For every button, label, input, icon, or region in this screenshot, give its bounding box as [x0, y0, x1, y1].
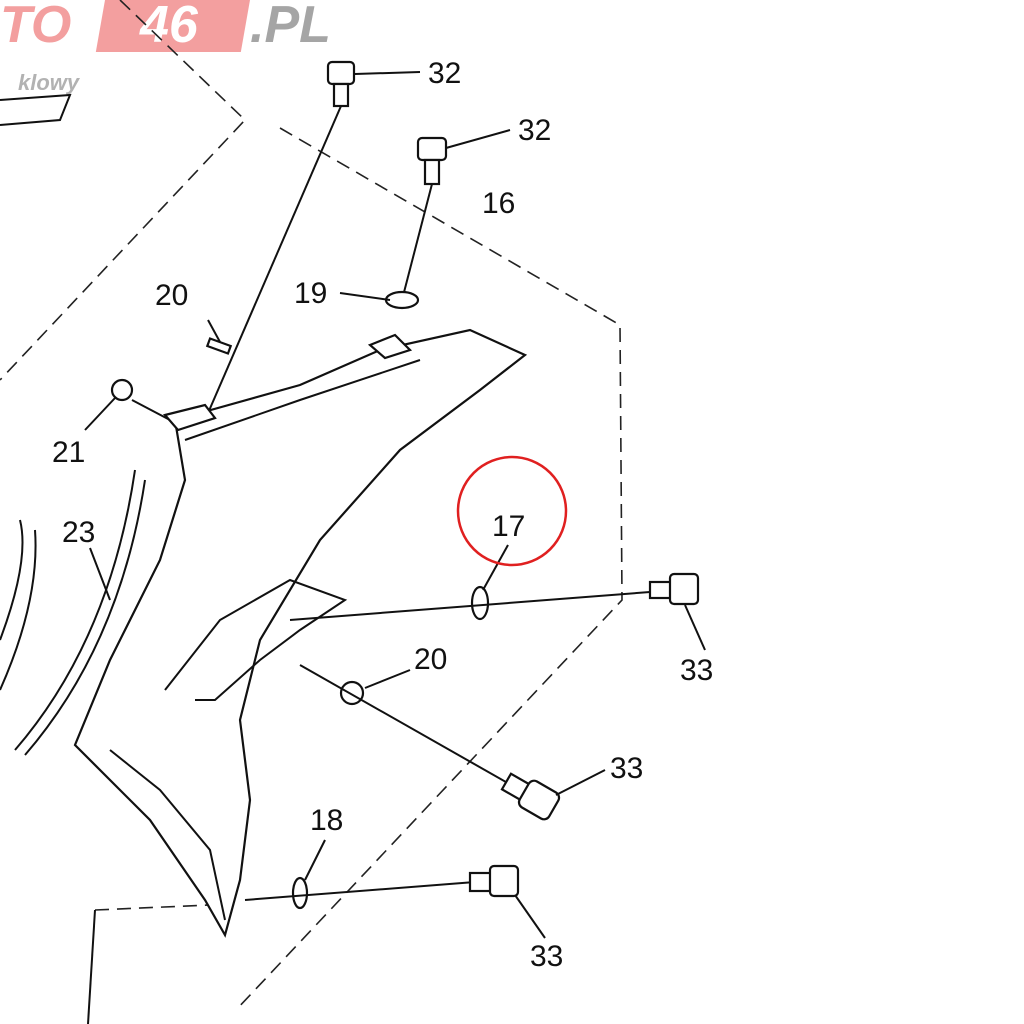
nut-21 [110, 378, 134, 402]
callout-19: 19 [294, 277, 327, 310]
callout-17: 17 [492, 510, 525, 543]
side-cowling-part [0, 93, 528, 938]
callout-20: 20 [414, 643, 447, 676]
svg-text:klowy: klowy [18, 70, 81, 95]
washer-20b [339, 680, 365, 706]
svg-text:TO: TO [0, 0, 71, 54]
bolt-33-c [468, 864, 520, 898]
boundary-line-bottom [94, 904, 211, 911]
callout-20: 20 [155, 279, 188, 312]
trim-strip-23 [14, 469, 136, 751]
assembly-boundary-16 [235, 127, 623, 1011]
bolt-33-b [500, 772, 561, 821]
clip-17 [289, 585, 651, 621]
svg-text:.PL: .PL [250, 0, 331, 54]
callout-18: 18 [310, 804, 343, 837]
callout-23: 23 [62, 516, 95, 549]
callout-33: 33 [680, 654, 713, 687]
highlight-circle [456, 455, 568, 567]
clip-18 [291, 876, 309, 910]
callout-32: 32 [428, 57, 461, 90]
callout-16: 16 [482, 187, 515, 220]
callout-32: 32 [518, 114, 551, 147]
washer-20 [205, 337, 233, 355]
bolt-32-top [204, 60, 356, 421]
bolt-32-second [401, 136, 448, 301]
assembly-boundary-left [0, 0, 247, 381]
svg-text:46: 46 [139, 0, 199, 54]
callout-21: 21 [52, 436, 85, 469]
bolt-33-a [648, 572, 700, 606]
callout-33: 33 [610, 752, 643, 785]
callout-33: 33 [530, 940, 563, 973]
watermark-logo: TO 46 .PL klowy [0, 0, 331, 95]
grommet-19 [384, 290, 420, 310]
